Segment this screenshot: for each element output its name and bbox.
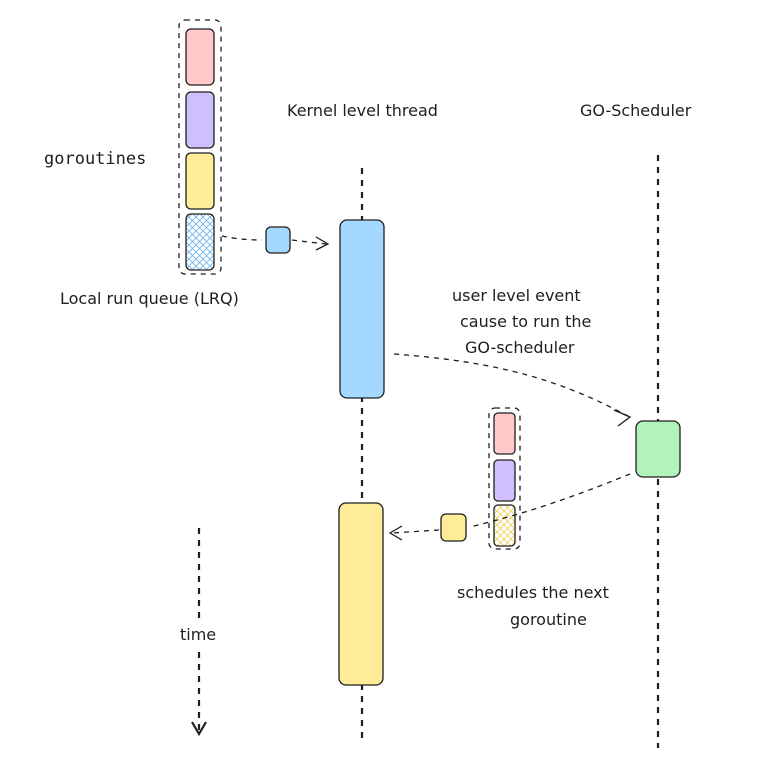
schedule-arrow-part2 [391,529,440,534]
event-label-line1: user level event [452,286,581,305]
scheduled-goroutine-yellow [440,513,467,542]
arrow-head-icon [315,236,330,251]
goroutine-yellow-hatched [493,504,516,547]
goroutine-purple-2 [493,459,516,502]
lrq-label: Local run queue (LRQ) [60,289,239,308]
arrow-head-icon [613,409,632,427]
kernel-thread-label: Kernel level thread [287,101,438,120]
schedules-label-line2: goroutine [510,610,587,629]
event-arrow [393,353,629,417]
goroutines-label: goroutines [44,149,146,169]
time-label: time [180,625,216,644]
schedule-arrow-part1 [469,473,631,528]
goroutine-yellow [185,152,215,210]
goroutine-purple [185,91,215,149]
running-goroutine-blue [339,219,385,399]
lrq-dispatch-arrow-part1 [221,235,263,241]
goroutine-red-2 [493,412,516,455]
time-arrow-head-icon [191,721,207,737]
event-label-line2: cause to run the [460,312,591,331]
schedules-label-line1: schedules the next [457,583,609,602]
dispatched-goroutine-blue [265,226,291,254]
go-scheduler-label: GO-Scheduler [580,101,692,120]
goroutine-red [185,28,215,86]
lrq-group-box [178,19,222,275]
go-scheduler-block [635,420,681,478]
running-goroutine-yellow [338,502,384,686]
goroutine-blue-hatched [185,213,215,271]
lrq-group-box-2 [488,407,521,550]
event-label-line3: GO-scheduler [465,338,575,357]
arrow-head-icon [388,525,403,541]
